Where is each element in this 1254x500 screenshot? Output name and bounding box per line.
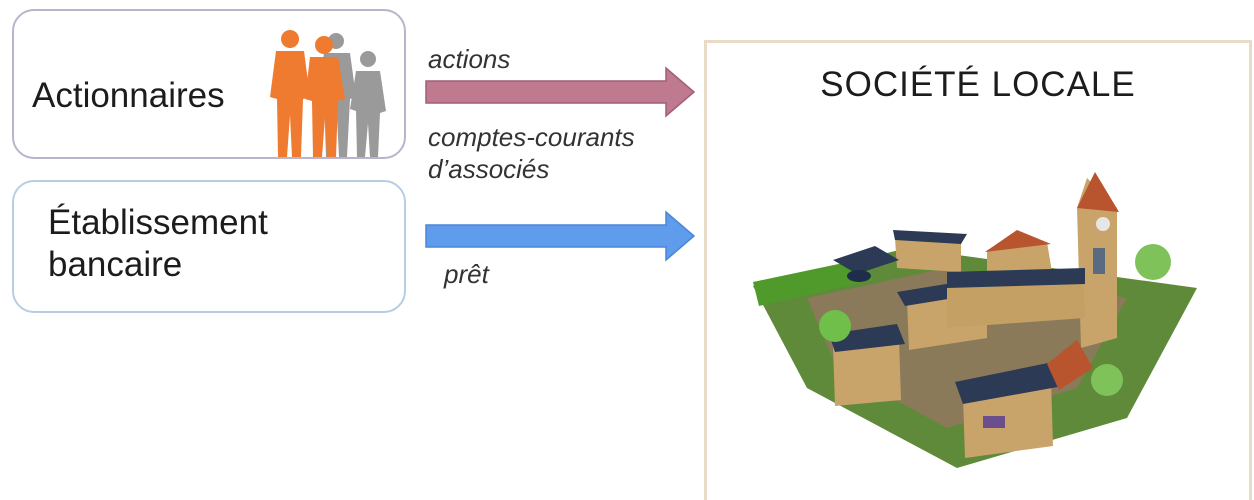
flow-label-cca-line2: d’associés — [428, 154, 550, 184]
people-silhouettes-icon — [270, 30, 386, 157]
panel-title: SOCIÉTÉ LOCALE — [820, 65, 1136, 104]
banque-label-line1: Établissement — [48, 203, 268, 242]
flow-label-pret: prêt — [444, 259, 489, 289]
banque-label: Établissement bancaire — [48, 202, 268, 286]
actionnaires-label: Actionnaires — [32, 76, 225, 115]
village-illustration — [753, 172, 1197, 468]
source-box-banque: Établissement bancaire — [12, 180, 406, 313]
target-panel: SOCIÉTÉ LOCALE — [704, 40, 1252, 500]
flow-label-cca-line1: comptes-courants — [428, 122, 635, 152]
flow-label-comptes-courants: comptes-courants d’associés — [428, 121, 635, 185]
banque-label-line2: bancaire — [48, 245, 183, 284]
flow-label-actions: actions — [428, 44, 511, 74]
arrow-pret — [425, 210, 696, 262]
source-box-actionnaires: Actionnaires — [12, 9, 406, 159]
arrow-actions — [425, 66, 696, 118]
